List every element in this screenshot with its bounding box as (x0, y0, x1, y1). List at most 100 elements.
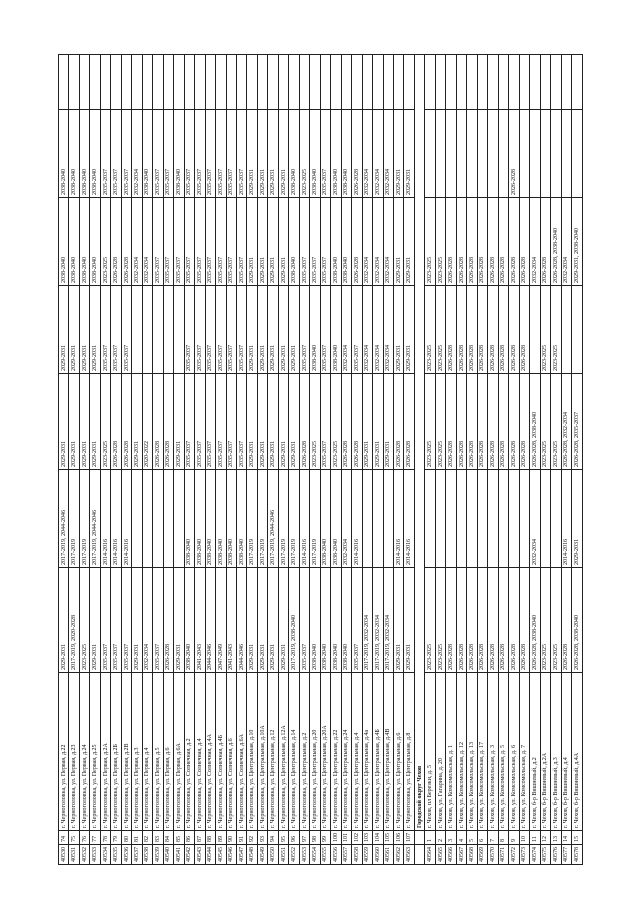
table-cell: 3 (445, 830, 457, 845)
table-cell: 2035-2037 (215, 373, 226, 470)
table-cell: 2038-2040 (341, 567, 352, 673)
table-cell: 40535 (110, 844, 122, 865)
table-cell: 2026-2028 (351, 197, 363, 286)
table-cell (215, 54, 226, 110)
table-cell (236, 54, 247, 110)
table-cell: 2044-2046 (236, 567, 247, 673)
table-cell: 2038-2040 (68, 197, 80, 286)
table-cell (142, 54, 153, 110)
table-cell: 89 (215, 830, 226, 845)
table-cell: 6 (477, 830, 488, 845)
table-cell: 40568 (466, 844, 478, 865)
table-cell: 2026-2028 (508, 109, 520, 198)
table-cell: 10 (519, 830, 530, 845)
table-cell (330, 54, 342, 110)
table-cell: 40541 (173, 844, 185, 865)
table-cell (152, 285, 164, 374)
table-cell: 2035-2037 (226, 285, 237, 374)
table-cell: 2038-2040 (184, 567, 195, 673)
table-cell (403, 54, 415, 110)
table-cell: 2026-2028, 2038-2040 (529, 373, 541, 470)
table-cell: г. Черноголовка, ул. Центральная, д.4 (351, 672, 363, 831)
table-cell: 2017-2019 (246, 469, 258, 568)
table-cell: 2026-2028 (498, 285, 509, 374)
table-cell: 2014-2016 (561, 469, 572, 568)
table-cell: 40553 (299, 844, 310, 865)
table-cell: г. Черноголовка, ул. Первая, д.5 (152, 672, 164, 831)
table-cell (466, 469, 478, 568)
table-cell (110, 54, 122, 110)
table-cell: 2035-2037 (121, 285, 132, 374)
table-cell: 2029-2031 (278, 197, 289, 286)
table-cell: 94 (267, 830, 279, 845)
table-cell: 40557 (341, 844, 352, 865)
table-cell: 2029-2031 (278, 567, 289, 673)
table-cell: 2026-2028 (445, 197, 457, 286)
table-cell: 2038-2040 (330, 567, 342, 673)
table-cell: 40549 (257, 844, 268, 865)
table-cell (424, 109, 436, 198)
table-cell (571, 109, 583, 198)
table-cell: 2032-2034 (372, 109, 384, 198)
table-cell: 2038-2040 (226, 469, 237, 568)
table-cell: 40530 (58, 844, 69, 865)
table-cell (519, 469, 530, 568)
table-cell: 2029-2031 (246, 373, 258, 470)
table-cell: 2026-2028 (163, 567, 174, 673)
table-cell (561, 109, 572, 198)
table-cell: 2035-2037 (351, 285, 363, 374)
table-cell: 4 (456, 830, 467, 845)
table-cell: 2026-2028 (110, 197, 122, 286)
table-cell: 2026-2028 (561, 567, 572, 673)
table-cell: 2035-2037 (121, 567, 132, 673)
table-cell: 40562 (393, 844, 404, 865)
table-cell: 2035-2037 (152, 197, 164, 286)
table-cell (529, 54, 541, 110)
table-cell: 40558 (351, 844, 363, 865)
table-cell: 2038-2040 (320, 567, 331, 673)
table-cell: 40565 (435, 844, 446, 865)
table-cell: 40576 (550, 844, 561, 865)
table-cell: 2032-2034 (341, 285, 352, 374)
table-cell (173, 285, 185, 374)
table-cell: 40554 (309, 844, 321, 865)
table-cell: 40531 (68, 844, 80, 865)
table-cell: г. Черноголовка, ул. Центральная, д.22 (330, 672, 342, 831)
table-cell (445, 109, 457, 198)
table-cell: 107 (403, 830, 415, 845)
table-cell: 40546 (226, 844, 237, 865)
table-cell: 2026-2028 (152, 373, 164, 470)
table-cell (309, 54, 321, 110)
table-cell: 40555 (320, 844, 331, 865)
table-cell: 40575 (540, 844, 551, 865)
table-cell: 2029-2031 (267, 567, 279, 673)
table-cell: 2014-2016 (121, 469, 132, 568)
table-cell: 2026-2028 (519, 197, 530, 286)
table-cell: 80 (121, 830, 132, 845)
table-cell: г. Черноголовка, ул. Центральная, д.12 (267, 672, 279, 831)
table-cell (571, 54, 583, 110)
table-cell: 2029-2031 (257, 567, 268, 673)
table-cell (550, 54, 561, 110)
table-cell: 96 (288, 830, 300, 845)
table-cell: 2029-2031 (267, 373, 279, 470)
table-cell: г. Черноголовка, ул. Центральная, д.20А (320, 672, 331, 831)
table-cell: 40577 (561, 844, 572, 865)
table-cell (456, 469, 467, 568)
table-cell: г. Чехов, ул. Комсомольская, д. 3 (487, 672, 499, 831)
table-cell: 40570 (487, 844, 499, 865)
table-cell: 2026-2028 (456, 373, 467, 470)
table-cell: 8 (498, 830, 509, 845)
table-cell: г. Черноголовка, ул. Центральная, д.10А (257, 672, 268, 831)
table-cell: 2035-2037 (194, 109, 206, 198)
table-cell: г. Черноголовка, ул. Центральная, д.8 (403, 672, 415, 831)
table-cell: 40540 (163, 844, 174, 865)
table-cell: г. Черноголовка, ул. Центральная, д.14 (288, 672, 300, 831)
table-cell: 2026-2028, 2038-2040 (571, 567, 583, 673)
